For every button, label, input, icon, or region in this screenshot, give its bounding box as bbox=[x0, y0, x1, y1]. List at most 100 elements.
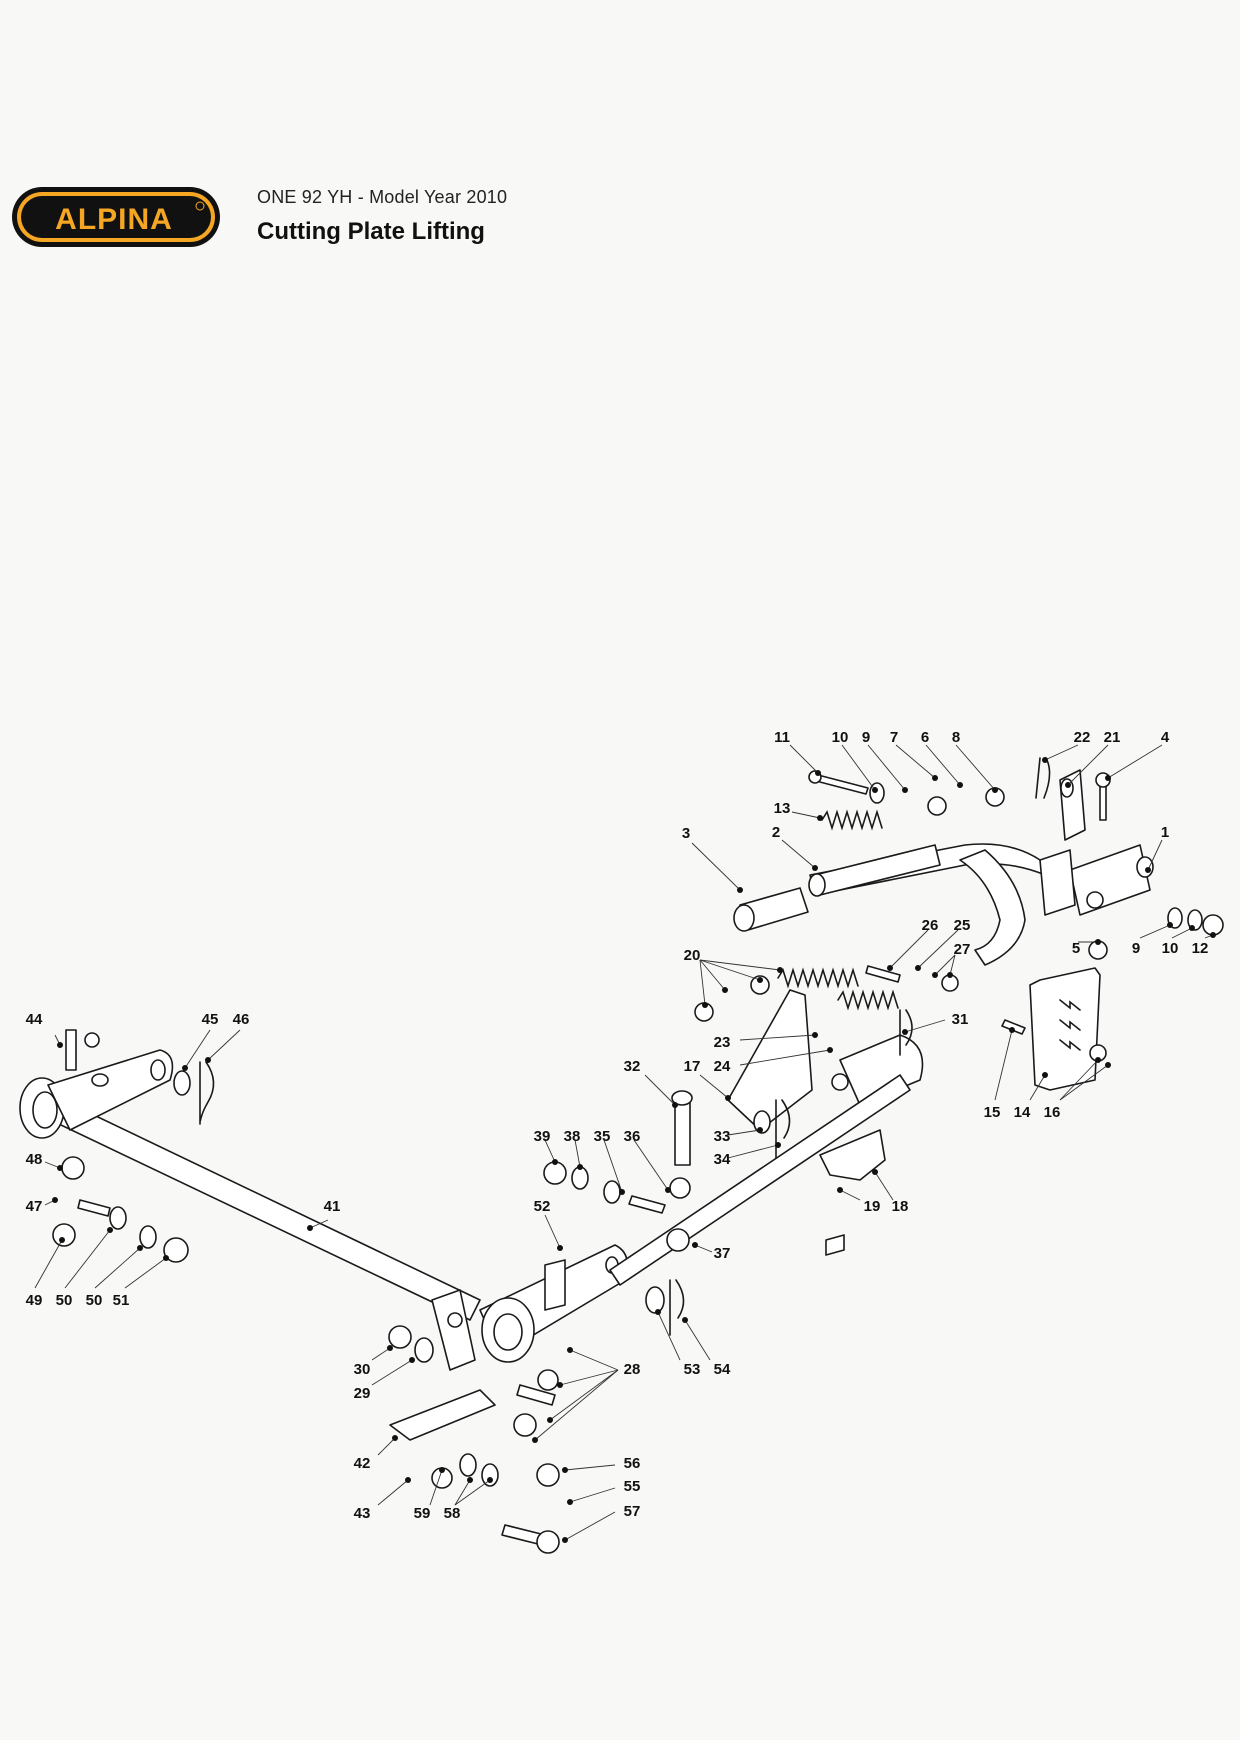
svg-text:25: 25 bbox=[954, 917, 971, 934]
svg-text:39: 39 bbox=[534, 1128, 551, 1145]
callout-50b: 50 bbox=[86, 1245, 143, 1309]
callout-27: 27 bbox=[932, 941, 970, 978]
callout-23: 23 bbox=[714, 1032, 818, 1051]
callout-6: 6 bbox=[921, 729, 963, 788]
callout-47: 47 bbox=[26, 1197, 58, 1215]
svg-text:33: 33 bbox=[714, 1128, 731, 1145]
svg-text:46: 46 bbox=[233, 1011, 250, 1028]
svg-text:2: 2 bbox=[772, 824, 780, 841]
callout-43: 43 bbox=[354, 1477, 411, 1522]
callout-4: 4 bbox=[1105, 729, 1170, 781]
callout-25: 25 bbox=[915, 917, 970, 971]
svg-text:18: 18 bbox=[892, 1198, 909, 1215]
callout-12: 12 bbox=[1192, 932, 1216, 957]
svg-text:22: 22 bbox=[1074, 729, 1091, 746]
svg-text:6: 6 bbox=[921, 729, 929, 746]
callout-53: 53 bbox=[655, 1309, 700, 1378]
callout-3: 3 bbox=[682, 825, 743, 893]
callout-42: 42 bbox=[354, 1435, 398, 1472]
svg-text:9: 9 bbox=[1132, 940, 1140, 957]
svg-text:12: 12 bbox=[1192, 940, 1209, 957]
callout-29: 29 bbox=[354, 1357, 415, 1402]
callout-46: 46 bbox=[205, 1011, 249, 1063]
callout-54: 54 bbox=[682, 1317, 731, 1378]
svg-text:10: 10 bbox=[1162, 940, 1179, 957]
svg-text:50: 50 bbox=[56, 1292, 73, 1309]
hardware bbox=[52, 757, 1224, 1554]
callout-11: 11 bbox=[774, 729, 821, 776]
callout-13: 13 bbox=[774, 800, 823, 821]
svg-text:17: 17 bbox=[684, 1058, 701, 1075]
svg-text:21: 21 bbox=[1104, 729, 1121, 746]
callout-48: 48 bbox=[26, 1151, 63, 1171]
svg-text:10: 10 bbox=[832, 729, 849, 746]
callout-31: 31 bbox=[902, 1011, 968, 1035]
callout-45: 45 bbox=[182, 1011, 218, 1071]
svg-text:53: 53 bbox=[684, 1361, 701, 1378]
svg-text:26: 26 bbox=[922, 917, 939, 934]
callout-59: 59 bbox=[414, 1467, 445, 1522]
callout-56: 56 bbox=[562, 1455, 640, 1473]
svg-text:24: 24 bbox=[714, 1058, 731, 1075]
callout-labels: 11 10 9 7 6 8 22 21 4 13 3 2 1 5 9 10 12… bbox=[26, 729, 1216, 1543]
callout-5: 5 bbox=[1072, 939, 1101, 957]
callout-21: 21 bbox=[1065, 729, 1120, 788]
svg-text:3: 3 bbox=[682, 825, 690, 842]
model-subtitle: ONE 92 YH - Model Year 2010 bbox=[257, 187, 508, 207]
svg-text:45: 45 bbox=[202, 1011, 219, 1028]
svg-text:30: 30 bbox=[354, 1361, 371, 1378]
svg-text:1: 1 bbox=[1161, 824, 1169, 841]
callout-7: 7 bbox=[890, 729, 938, 781]
svg-text:50: 50 bbox=[86, 1292, 103, 1309]
callout-16: 16 bbox=[1044, 1057, 1111, 1121]
callout-51: 51 bbox=[113, 1255, 169, 1309]
callout-19: 19 bbox=[837, 1187, 880, 1215]
callout-28: 28 bbox=[532, 1347, 640, 1443]
callout-32: 32 bbox=[624, 1058, 678, 1108]
svg-text:20: 20 bbox=[684, 947, 701, 964]
svg-text:37: 37 bbox=[714, 1245, 731, 1262]
svg-text:31: 31 bbox=[952, 1011, 969, 1028]
svg-text:7: 7 bbox=[890, 729, 898, 746]
callout-2: 2 bbox=[772, 824, 818, 871]
callout-36: 36 bbox=[624, 1128, 671, 1193]
callout-37: 37 bbox=[692, 1242, 730, 1262]
callout-8: 8 bbox=[952, 729, 998, 793]
alpina-logo: ALPINA bbox=[10, 185, 222, 249]
callout-44: 44 bbox=[26, 1011, 63, 1048]
svg-text:13: 13 bbox=[774, 800, 791, 817]
svg-text:19: 19 bbox=[864, 1198, 881, 1215]
svg-text:4: 4 bbox=[1161, 729, 1170, 746]
svg-text:36: 36 bbox=[624, 1128, 641, 1145]
page-title: Cutting Plate Lifting bbox=[257, 218, 485, 245]
callout-10b: 10 bbox=[1162, 925, 1195, 957]
svg-text:59: 59 bbox=[414, 1505, 431, 1522]
svg-text:42: 42 bbox=[354, 1455, 371, 1472]
svg-text:27: 27 bbox=[954, 941, 971, 958]
callout-33: 33 bbox=[714, 1127, 763, 1145]
svg-text:43: 43 bbox=[354, 1505, 371, 1522]
callout-41: 41 bbox=[307, 1198, 340, 1231]
svg-text:ALPINA: ALPINA bbox=[55, 203, 173, 236]
svg-text:44: 44 bbox=[26, 1011, 43, 1028]
rack-plate bbox=[1029, 967, 1101, 1091]
svg-text:5: 5 bbox=[1072, 940, 1080, 957]
callout-9: 9 bbox=[862, 729, 908, 793]
svg-text:11: 11 bbox=[774, 729, 790, 746]
callout-30: 30 bbox=[354, 1345, 393, 1378]
svg-text:14: 14 bbox=[1014, 1104, 1031, 1121]
svg-text:51: 51 bbox=[113, 1292, 130, 1309]
callout-17: 17 bbox=[684, 1058, 731, 1101]
svg-text:54: 54 bbox=[714, 1361, 731, 1378]
svg-text:57: 57 bbox=[624, 1503, 641, 1520]
svg-text:35: 35 bbox=[594, 1128, 611, 1145]
svg-text:48: 48 bbox=[26, 1151, 43, 1168]
svg-text:23: 23 bbox=[714, 1034, 731, 1051]
callout-34: 34 bbox=[714, 1142, 781, 1168]
svg-text:34: 34 bbox=[714, 1151, 731, 1168]
svg-text:47: 47 bbox=[26, 1198, 43, 1215]
lower-linkage bbox=[389, 989, 924, 1441]
callout-50a: 50 bbox=[56, 1227, 113, 1309]
callout-35: 35 bbox=[594, 1128, 625, 1195]
